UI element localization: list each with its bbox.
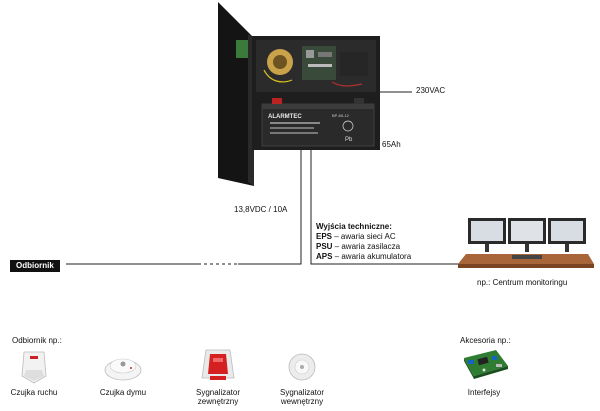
- psu-enclosure: ALARMTEC BP-65-12 Pb: [218, 2, 380, 186]
- accessory-label-interfaces: Interfejsy: [467, 388, 501, 397]
- monitoring-center-illustration: [458, 218, 594, 268]
- technical-output-psu: PSU – awaria zasilacza: [316, 242, 401, 251]
- accessories-title: Akcesoria np.:: [460, 336, 511, 345]
- battery-capacity-label: 65Ah: [382, 140, 401, 149]
- outdoor-siren-icon: [201, 349, 235, 380]
- indoor-siren-icon: [288, 353, 316, 381]
- monitor-center: [508, 218, 546, 252]
- receiver-label-motion: Czujka ruchu: [10, 388, 58, 397]
- technical-outputs: Wyjścia techniczne: EPS – awaria sieci A…: [316, 222, 411, 262]
- receiver-label-smoke: Czujka dymu: [99, 388, 147, 397]
- mains-label: 230VAC: [416, 86, 446, 95]
- battery-lead-mark: Pb: [345, 137, 353, 143]
- technical-output-eps: EPS – awaria sieci AC: [316, 232, 396, 241]
- receivers-title: Odbiornik np.:: [12, 336, 62, 345]
- motion-sensor-icon: [21, 351, 47, 384]
- interface-board-icon: [464, 350, 508, 379]
- indoor-siren-line2: wewnętrzny: [280, 397, 324, 407]
- technical-output-aps: APS – awaria akumulatora: [316, 252, 412, 261]
- receiver-tag: Odbiornik: [10, 260, 60, 272]
- receiver-label-indoor-siren: Sygnalizator wewnętrzny: [262, 388, 342, 406]
- indoor-siren-line1: Sygnalizator: [279, 388, 325, 397]
- technical-output-line: [310, 150, 460, 265]
- keyboard: [512, 255, 542, 259]
- monitoring-caption: np.: Centrum monitoringu: [477, 278, 568, 287]
- battery-brand: ALARMTEC: [268, 114, 302, 120]
- technical-outputs-title: Wyjścia techniczne:: [316, 222, 392, 231]
- receiver-label-outdoor-siren: Sygnalizator zewnętrzny: [178, 388, 258, 406]
- output-line: [238, 150, 302, 265]
- output-voltage-label: 13,8VDC / 10A: [234, 205, 288, 214]
- outdoor-siren-line1: Sygnalizator: [195, 388, 241, 397]
- battery-model: BP-65-12: [332, 113, 350, 118]
- battery: [261, 103, 375, 147]
- monitor-right: [548, 218, 586, 252]
- smoke-detector-icon: [104, 358, 142, 381]
- outdoor-siren-line2: zewnętrzny: [197, 397, 239, 407]
- monitor-left: [468, 218, 506, 252]
